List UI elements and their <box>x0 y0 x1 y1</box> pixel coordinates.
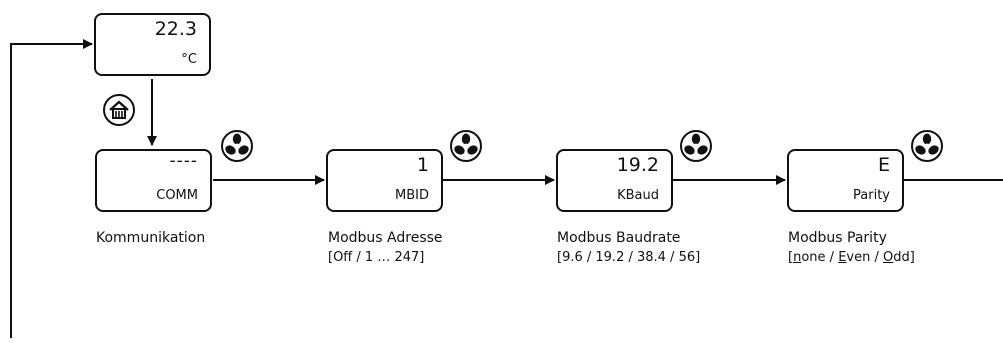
temperature-value: 22.3 <box>154 18 197 40</box>
fan-icon <box>680 130 712 162</box>
temperature-display: 22.3 °C <box>94 13 211 76</box>
mbid-value: 1 <box>416 154 429 176</box>
comm-value: ---- <box>169 151 198 171</box>
mbid-display: 1 MBID <box>326 149 443 212</box>
comm-display: ---- COMM <box>95 149 212 212</box>
parity-display: E Parity <box>787 149 904 212</box>
kbaud-caption-title: Modbus Baudrate <box>557 230 681 246</box>
mbid-caption-title: Modbus Adresse <box>328 230 443 246</box>
parity-option-odd-key: O <box>883 250 894 265</box>
parity-caption-title: Modbus Parity <box>788 230 887 246</box>
comm-caption: Kommunikation <box>96 229 205 248</box>
parity-value: E <box>877 154 890 176</box>
fan-icon <box>221 130 253 162</box>
parity-caption-options: [none / Even / Odd] <box>788 250 915 265</box>
mbid-code: MBID <box>395 188 429 203</box>
home-icon <box>103 94 135 126</box>
fan-icon <box>450 130 482 162</box>
kbaud-display: 19.2 KBaud <box>556 149 673 212</box>
kbaud-caption-range: [9.6 / 19.2 / 38.4 / 56] <box>557 250 701 265</box>
mbid-caption-range: [Off / 1 … 247] <box>328 250 425 265</box>
parity-caption: Modbus Parity [none / Even / Odd] <box>788 229 915 267</box>
parity-code: Parity <box>853 188 890 203</box>
kbaud-code: KBaud <box>617 188 659 203</box>
parity-option-even-key: E <box>838 250 847 265</box>
parity-option-none-key: n <box>793 250 802 265</box>
mbid-caption: Modbus Adresse [Off / 1 … 247] <box>328 229 443 267</box>
fan-icon <box>911 130 943 162</box>
comm-caption-title: Kommunikation <box>96 230 206 246</box>
comm-code: COMM <box>156 188 198 203</box>
temperature-unit: °C <box>181 52 197 67</box>
return-loop-line <box>10 39 93 338</box>
kbaud-caption: Modbus Baudrate [9.6 / 19.2 / 38.4 / 56] <box>557 229 700 267</box>
kbaud-value: 19.2 <box>616 154 659 176</box>
